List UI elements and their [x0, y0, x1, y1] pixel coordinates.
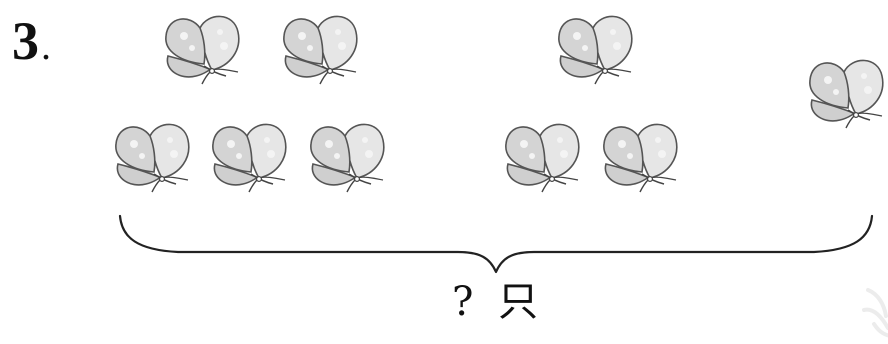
curly-brace-icon: [118, 214, 874, 274]
butterfly-icon: [500, 118, 584, 194]
problem-number-dot: .: [41, 23, 51, 68]
answer-label: ? 只: [452, 282, 544, 322]
problem-number: 3.: [12, 14, 51, 68]
butterfly-icon: [207, 118, 291, 194]
butterfly-icon: [553, 10, 637, 86]
answer-question-mark: ?: [452, 279, 480, 325]
problem-number-digit: 3: [12, 11, 39, 71]
butterfly-icon: [804, 54, 888, 130]
butterfly-icon: [305, 118, 389, 194]
answer-unit: 只: [498, 279, 545, 325]
butterfly-icon: [598, 118, 682, 194]
butterfly-icon: [160, 10, 244, 86]
watermark-icon: [862, 288, 888, 338]
butterfly-icon: [278, 10, 362, 86]
butterfly-icon: [110, 118, 194, 194]
